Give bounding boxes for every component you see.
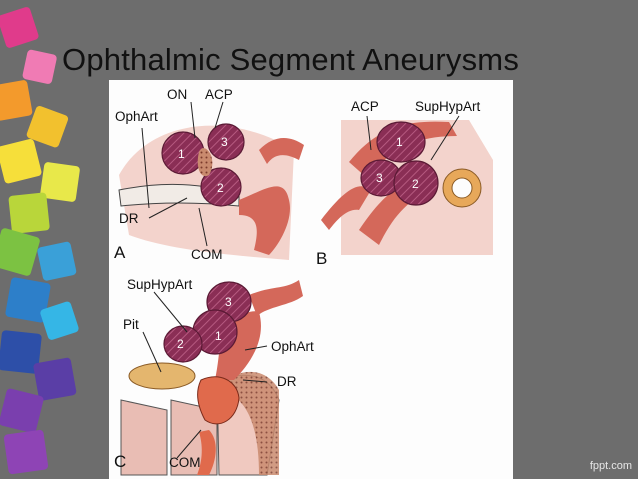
svg-text:3: 3 [376,171,383,185]
panel-c-label-com: COM [169,455,201,470]
svg-text:2: 2 [217,181,224,195]
panel-a-label-dr: DR [119,211,139,226]
panel-c-label-pit: Pit [123,317,139,332]
svg-text:1: 1 [215,329,222,343]
svg-text:2: 2 [412,177,419,191]
anatomy-illustration: 1 3 2 1 3 2 [118,101,493,476]
panel-b-label-suphypart: SupHypArt [415,99,481,114]
panel-c-label-ophart: OphArt [271,339,314,354]
panel-b-label-acp: ACP [351,99,379,114]
panel-a-label-acp: ACP [205,87,233,102]
panel-c-letter: C [114,452,127,471]
watermark-text: fppt.com [589,460,632,472]
panel-b-drawing: 1 3 2 [321,115,493,255]
panel-a-letter: A [114,243,126,262]
svg-text:1: 1 [178,147,185,161]
panel-a-drawing: 1 3 2 [118,101,304,260]
svg-text:2: 2 [177,337,184,351]
decorative-cube-strip [0,0,110,479]
panel-c-label-suphypart: SupHypArt [127,277,193,292]
svg-text:3: 3 [221,135,228,149]
panel-b-letter: B [316,249,328,268]
anatomy-figure: 1 3 2 1 3 2 [109,80,513,479]
panel-c-drawing: 3 1 2 [120,280,303,476]
panel-a-label-on: ON [167,87,188,102]
panel-a-label-com: COM [191,247,223,262]
panel-c-label-dr: DR [277,374,297,389]
slide-title: Ophthalmic Segment Aneurysms [62,42,520,77]
svg-text:3: 3 [225,295,232,309]
panel-a-label-ophart: OphArt [115,109,158,124]
svg-text:1: 1 [396,135,403,149]
